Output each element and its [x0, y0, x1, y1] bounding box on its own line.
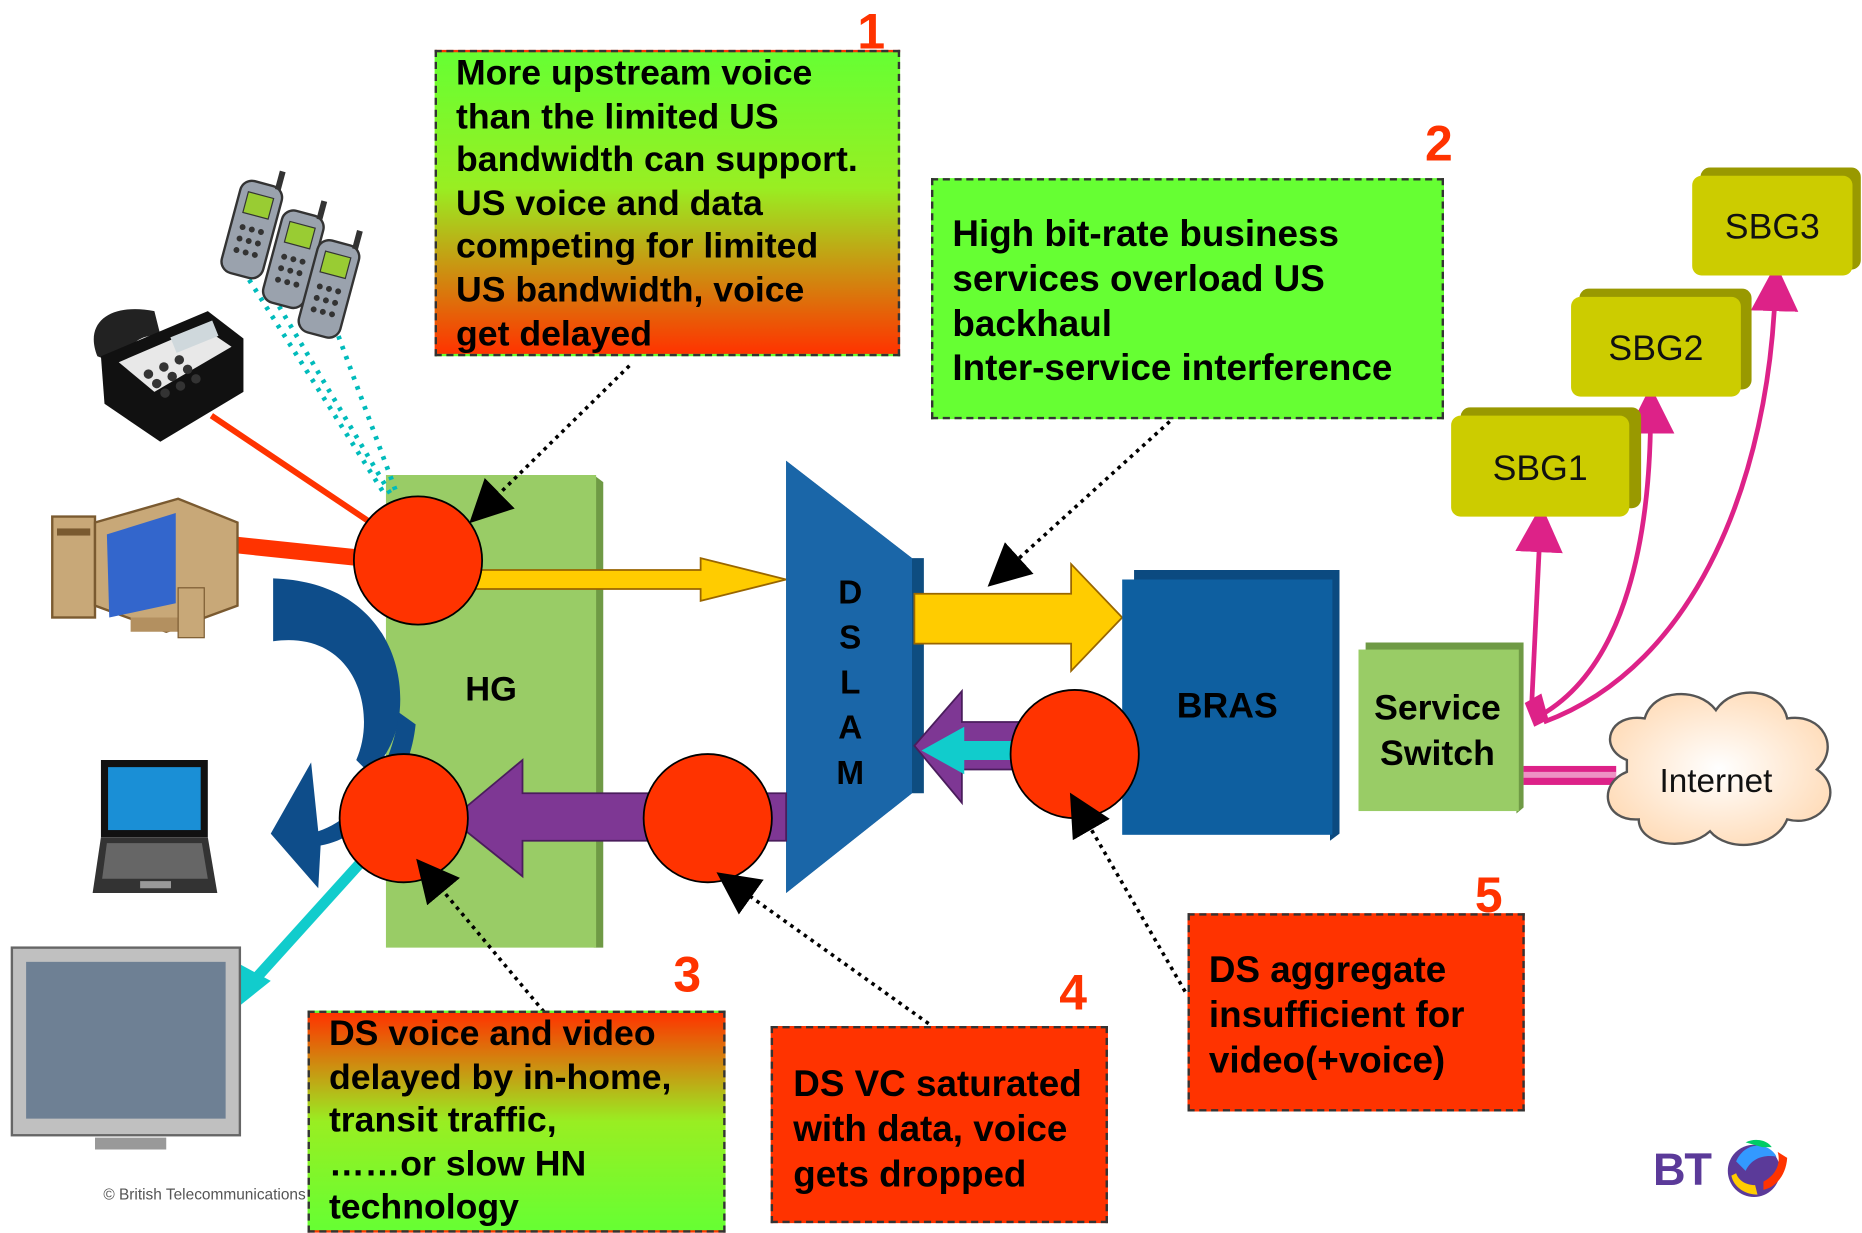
copyright-notice: © British Telecommunications — [103, 1185, 306, 1203]
dslam-label: D S L A M — [819, 570, 881, 796]
desk-phone-icon — [93, 309, 244, 442]
bt-globe-icon — [1727, 1139, 1788, 1197]
callout-4-text: DS VC saturated with data, voice gets dr… — [793, 1062, 1082, 1195]
callout-number-5: 5 — [1474, 866, 1503, 923]
sbg2-box — [1571, 288, 1752, 397]
callout-pointers — [416, 364, 1187, 1026]
laptop-icon — [92, 760, 218, 893]
callout-3: DS voice and video delayed by in-home, t… — [307, 1010, 726, 1233]
service-switch-block — [1358, 642, 1524, 814]
bras-block — [1122, 570, 1340, 841]
hg-label: HG — [465, 670, 517, 709]
callout-2-text: High bit-rate business services overload… — [952, 212, 1393, 389]
dslam-letter-l: L — [840, 663, 861, 701]
dslam-letter-a: A — [838, 708, 863, 746]
ds-arrow-bras-dslam — [913, 688, 1023, 806]
internet-cloud — [1606, 691, 1832, 847]
internet-link — [1523, 765, 1617, 785]
callout-5: DS aggregate insufficient for video(+voi… — [1187, 913, 1525, 1112]
sbg3-box — [1692, 167, 1861, 276]
us-arrow-dslam-bras — [913, 561, 1124, 674]
service-switch-label: Service Switch — [1374, 688, 1501, 774]
callout-number-2: 2 — [1425, 115, 1453, 171]
hotspot-circles — [338, 495, 1140, 884]
pc-link — [224, 535, 364, 567]
dslam-letter-s: S — [839, 618, 862, 656]
bras-label: BRAS — [1176, 686, 1278, 726]
callout-1: More upstream voice than the limited US … — [434, 49, 901, 357]
mobile-wireless-links — [241, 269, 401, 498]
callout-number-4: 4 — [1059, 964, 1087, 1021]
sbg2-label: SBG2 — [1608, 328, 1704, 369]
dslam-block — [786, 460, 924, 893]
sbg-links — [1515, 263, 1799, 725]
us-arrow-hg-dslam — [474, 556, 787, 603]
dslam-letter-d: D — [838, 573, 863, 611]
phone-link — [209, 413, 373, 525]
tv-link-head — [235, 964, 271, 1010]
callout-number-3: 3 — [673, 946, 702, 1003]
internet-label: Internet — [1659, 762, 1773, 800]
bt-logo: BT — [1653, 1145, 1712, 1196]
dslam-letter-m: M — [836, 754, 865, 791]
sbg3-label: SBG3 — [1724, 207, 1820, 247]
callout-5-text: DS aggregate insufficient for video(+voi… — [1208, 948, 1465, 1081]
mobile-phones-icon — [220, 170, 363, 339]
desktop-pc-icon — [51, 497, 239, 639]
in-home-curved-arrow — [270, 578, 416, 889]
sbg-link-hub — [1524, 693, 1549, 727]
sbg1-label: SBG1 — [1492, 448, 1588, 489]
sbg1-box — [1451, 407, 1642, 517]
tv-icon — [10, 946, 242, 1150]
callout-1-text: More upstream voice than the limited US … — [456, 53, 858, 354]
callout-3-text: DS voice and video delayed by in-home, t… — [328, 1014, 672, 1228]
callout-number-1: 1 — [857, 3, 886, 60]
callout-4: DS VC saturated with data, voice gets dr… — [770, 1026, 1108, 1224]
callout-2: High bit-rate business services overload… — [931, 178, 1444, 420]
